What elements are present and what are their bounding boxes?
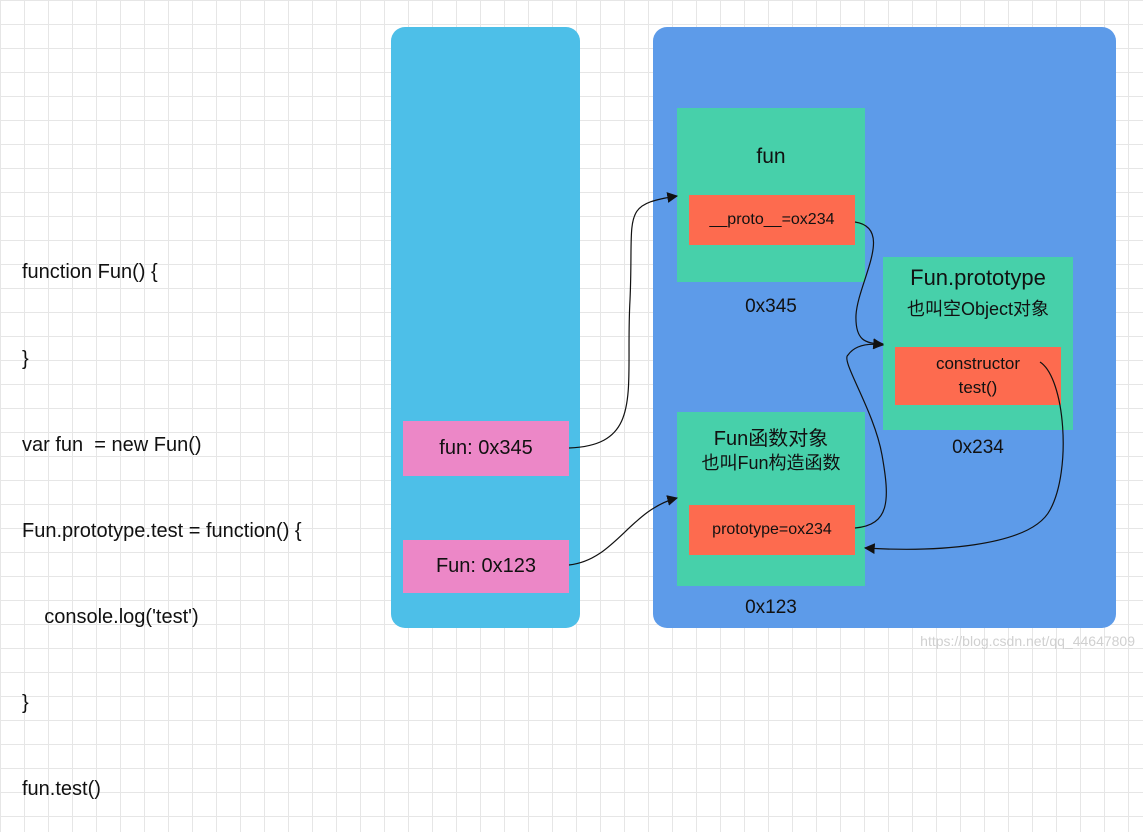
fun-function-subtitle: 也叫Fun构造函数 xyxy=(701,453,841,473)
proto-property: __proto__=ox234 xyxy=(689,195,855,245)
fun-object-address: 0x345 xyxy=(745,296,797,317)
prototype-object-subtitle: 也叫空Object对象 xyxy=(906,299,1050,319)
stack-var-fun-text: fun: 0x345 xyxy=(439,437,533,459)
code-line: console.log('test') xyxy=(22,605,199,628)
code-line: var fun = new Fun() xyxy=(22,433,202,456)
test-method: test() xyxy=(958,378,998,397)
fun-function-title: Fun函数对象 xyxy=(713,428,829,450)
stack-var-Fun-text: Fun: 0x123 xyxy=(435,555,537,577)
arrow-prototype-to-prototype-object xyxy=(846,338,887,529)
arrow-proto-to-prototype xyxy=(854,221,885,350)
prototype-methods: constructor test() xyxy=(895,347,1061,405)
stack-region xyxy=(391,27,580,628)
fun-object-title: fun xyxy=(756,145,786,168)
fun-function-box xyxy=(677,412,865,586)
prototype-property-text: prototype=ox234 xyxy=(712,521,832,538)
reference-arrows xyxy=(568,192,1064,566)
code-line: function Fun() { xyxy=(22,261,158,284)
arrow-constructor-to-function xyxy=(863,361,1064,554)
code-line: Fun.prototype.test = function() { xyxy=(22,519,302,542)
code-line: fun.test() xyxy=(22,777,101,800)
code-line: } xyxy=(22,691,29,714)
fun-function-address: 0x123 xyxy=(745,597,797,618)
prototype-property: prototype=ox234 xyxy=(689,505,855,555)
code-line: } xyxy=(22,347,29,370)
stack-var-fun: fun: 0x345 xyxy=(403,421,569,476)
prototype-object-address: 0x234 xyxy=(952,437,1004,458)
arrow-Fun-to-function xyxy=(568,495,679,566)
prototype-object-title: Fun.prototype xyxy=(910,265,1046,290)
watermark: https://blog.csdn.net/qq_44647809 xyxy=(920,633,1135,649)
proto-property-text: __proto__=ox234 xyxy=(709,211,835,228)
arrow-fun-to-object xyxy=(568,192,679,449)
constructor-property: constructor xyxy=(935,354,1021,373)
stack-var-Fun: Fun: 0x123 xyxy=(403,540,569,593)
